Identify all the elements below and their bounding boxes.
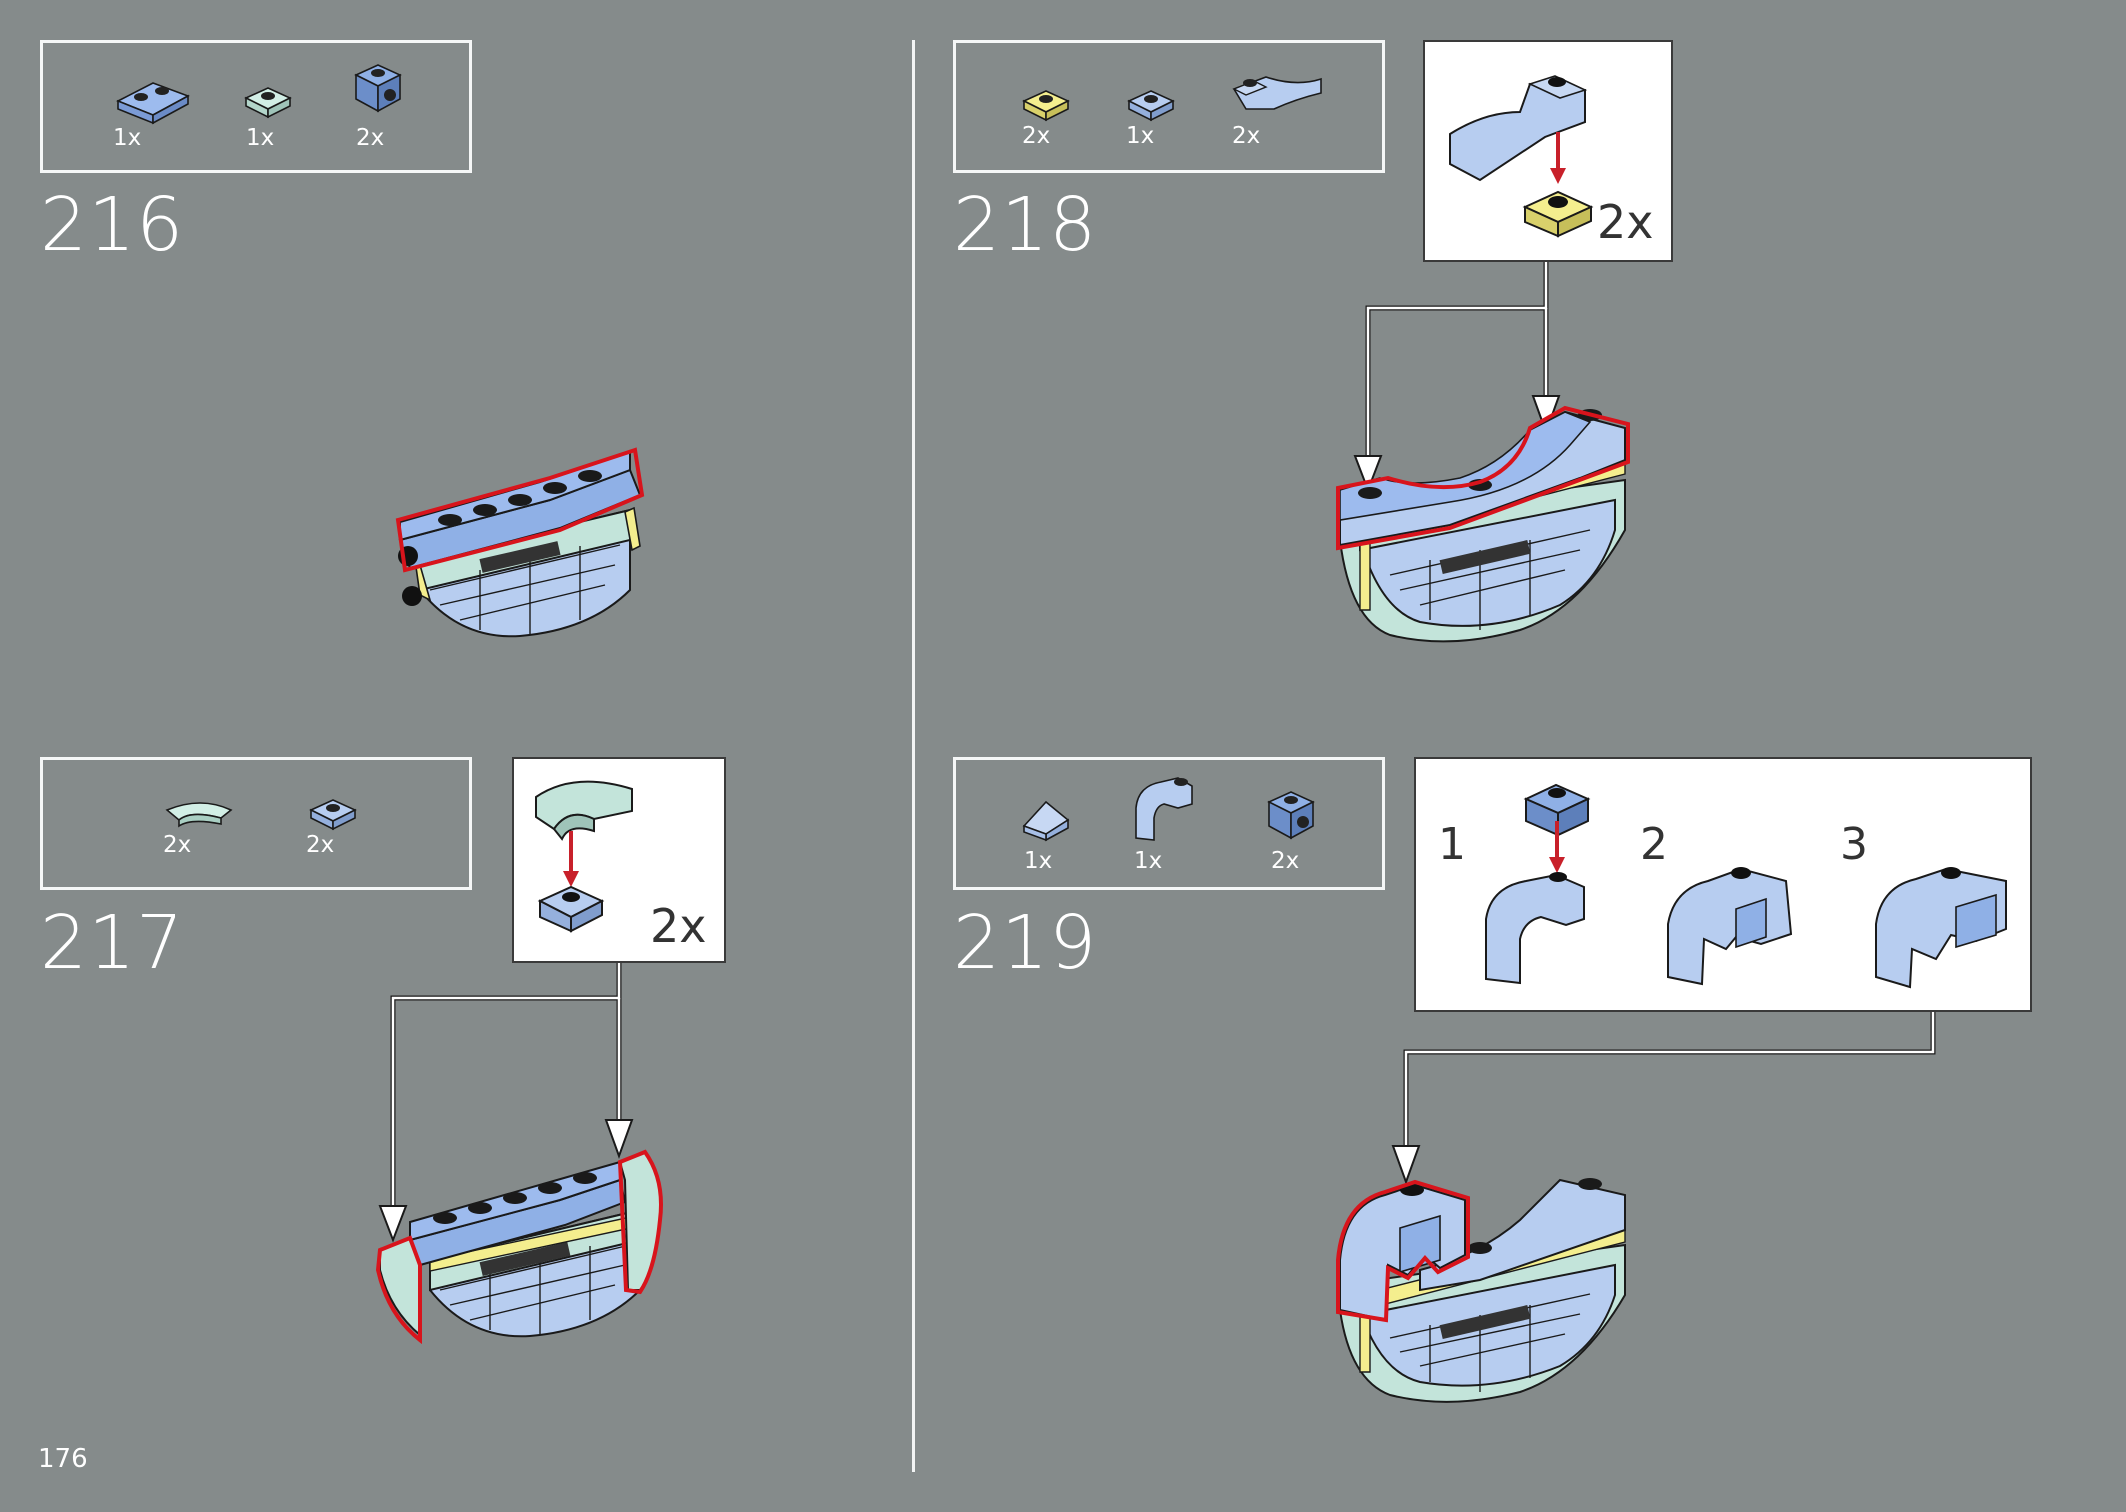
sub-step-3: 3 <box>1840 819 1868 870</box>
sub-assembly-callout-218: 2x <box>1423 40 1673 262</box>
blue-bracket-icon <box>1261 780 1351 870</box>
page-number: 176 <box>38 1444 88 1474</box>
part-qty: 1x <box>1024 848 1053 874</box>
light-blue-plate-1x1-icon <box>1121 71 1211 161</box>
part-qty: 2x <box>1232 123 1261 149</box>
step-number-218: 218 <box>953 182 1098 268</box>
yellow-plate-1x1-icon <box>1016 71 1106 161</box>
part-qty: 2x <box>1271 848 1300 874</box>
step-number-216: 216 <box>40 182 185 268</box>
step-number-217: 217 <box>40 900 185 986</box>
part-qty: 2x <box>356 125 385 151</box>
parts-list-217: 2x 2x <box>40 757 472 890</box>
mint-curved-slope-icon <box>161 788 251 878</box>
light-blue-plate-1x1-icon <box>303 780 393 870</box>
model-assembly-219 <box>1330 1160 1640 1410</box>
parts-list-218: 2x 1x 2x <box>953 40 1385 173</box>
callout-qty: 2x <box>650 899 707 953</box>
sub-step-2: 2 <box>1640 819 1668 870</box>
parts-list-216: 1x 1x 2x <box>40 40 472 173</box>
light-blue-wedge-icon <box>1016 790 1106 880</box>
model-assembly-217 <box>370 1140 670 1360</box>
mint-plate-1x1-icon <box>238 68 328 158</box>
callout-qty: 2x <box>1597 195 1654 249</box>
light-blue-arch-icon <box>1126 768 1216 858</box>
part-qty: 1x <box>1134 848 1163 874</box>
parts-list-219: 1x 1x 2x <box>953 757 1385 890</box>
light-blue-curved-slope-icon <box>1226 61 1322 151</box>
part-qty: 1x <box>1126 123 1155 149</box>
blue-plate-1x2-icon <box>108 61 198 151</box>
step-number-219: 219 <box>953 900 1098 986</box>
part-qty: 2x <box>306 832 335 858</box>
blue-bracket-icon <box>348 53 438 143</box>
sub-assembly-callout-217: 2x <box>512 757 726 963</box>
part-qty: 1x <box>113 125 142 151</box>
sub-step-1: 1 <box>1438 819 1466 870</box>
part-qty: 1x <box>246 125 275 151</box>
part-qty: 2x <box>1022 123 1051 149</box>
model-assembly-218 <box>1330 390 1640 650</box>
page-divider <box>912 40 915 1472</box>
model-assembly-216 <box>390 440 660 650</box>
sub-assembly-callout-219: 1 2 3 <box>1414 757 2032 1012</box>
part-qty: 2x <box>163 832 192 858</box>
